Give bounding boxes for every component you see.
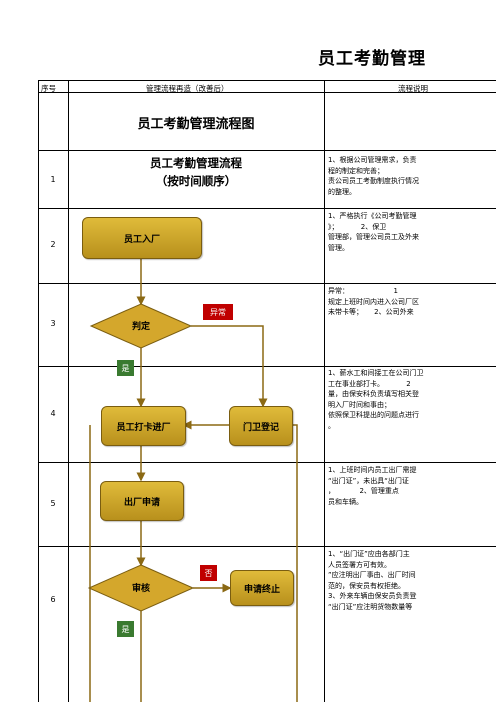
node-employee-enter: 员工入厂 xyxy=(82,217,202,259)
tag-yes-1: 是 xyxy=(117,360,134,376)
description-column: 1、根据公司管理需求，负责 程的制定和完善； 责公司员工考勤制度执行情况 的整理… xyxy=(324,80,496,702)
review-diamond xyxy=(87,564,195,612)
row-number-4: 4 xyxy=(50,409,56,418)
row-number-6: 6 xyxy=(50,595,56,604)
header-number: 序号 xyxy=(41,84,56,93)
row-description-3: 异常： 1 规定上班时间内进入公司厂区 未带卡等； 2、公司外来 xyxy=(328,287,419,316)
tag-no: 否 xyxy=(200,565,217,581)
node-exit-request: 出厂申请 xyxy=(100,481,184,521)
tag-yes-2: 是 xyxy=(117,621,134,637)
row-number-3: 3 xyxy=(50,319,56,328)
row-description-4: 1、薪水工和间接工在公司门卫 工在事业部打卡。 2 量，由保安科负责填写相关登 … xyxy=(328,369,424,430)
row-number-1: 1 xyxy=(50,175,56,184)
row-description-5: 1、上班时间内员工出厂需提 “出门证”，未出具“出门证 ， 2、管理重点 员和车… xyxy=(328,466,417,506)
tag-abnormal: 异常 xyxy=(203,304,233,320)
judge-diamond xyxy=(89,303,193,349)
node-clock-in: 员工打卡进厂 xyxy=(101,406,186,446)
row-description-6: 1、“出门证”应由各部门主 人员签署方可有效。 ”应注明出厂事由、出厂时间 范的… xyxy=(328,550,417,611)
judge-label: 判定 xyxy=(131,322,150,332)
document-title: 员工考勤管理 xyxy=(318,49,426,69)
flowchart-subtitle-1: 员工考勤管理流程 xyxy=(150,156,242,170)
row-number-2: 2 xyxy=(50,240,56,249)
header-process: 管理流程再造（改善后） xyxy=(146,84,229,93)
row-description-2: 1、严格执行《公司考勤管理 》； 2、保卫 管理部，管理公司员工及外来 管理。 xyxy=(328,212,419,252)
node-guard-register: 门卫登记 xyxy=(229,406,293,446)
header-description: 流程说明 xyxy=(398,84,428,93)
node-terminate: 申请终止 xyxy=(230,570,294,606)
flowchart-subtitle-2: （按时间顺序） xyxy=(155,174,237,188)
review-label: 审核 xyxy=(131,584,150,594)
row-number-5: 5 xyxy=(50,499,56,508)
flowchart-title: 员工考勤管理流程图 xyxy=(137,117,255,132)
row-description-1: 1、根据公司管理需求，负责 程的制定和完善； 责公司员工考勤制度执行情况 的整理… xyxy=(328,156,419,196)
